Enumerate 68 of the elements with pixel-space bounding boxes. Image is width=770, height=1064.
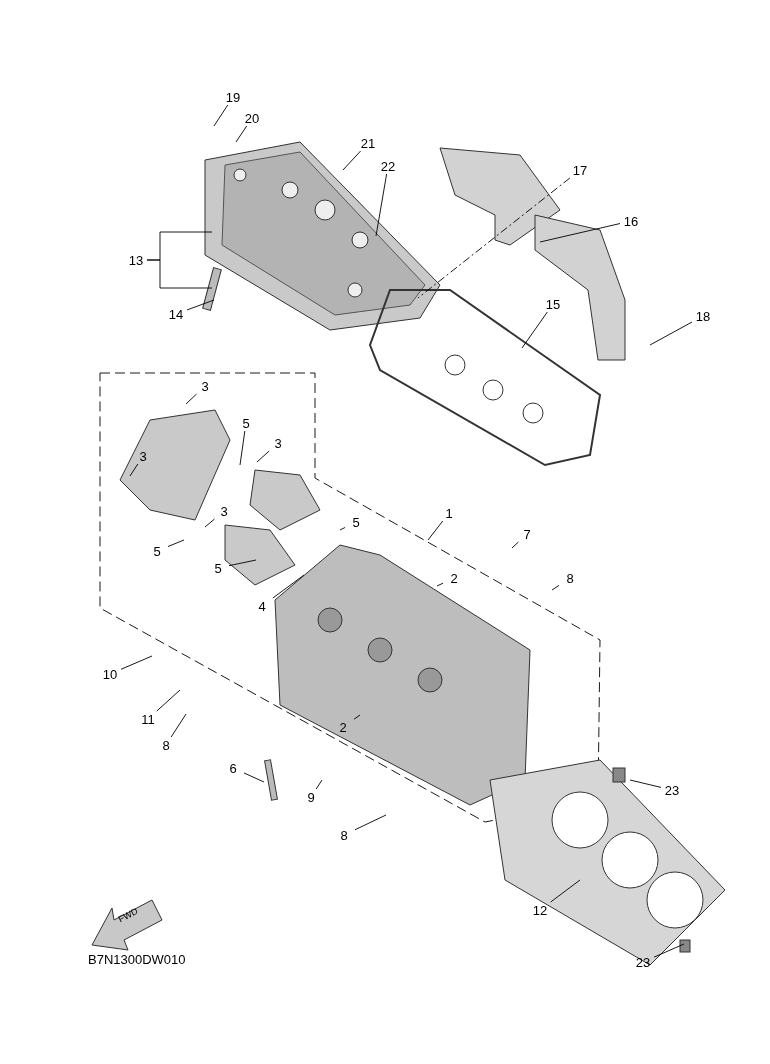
- callout-number: 5: [235, 415, 257, 431]
- callout-number: 18: [692, 308, 714, 324]
- leader-line: [551, 584, 560, 591]
- leader-line: [315, 779, 323, 790]
- callout-number: 20: [241, 110, 263, 126]
- callout-number: 5: [345, 514, 367, 530]
- leader-line: [272, 574, 305, 599]
- callout-number: 9: [300, 789, 322, 805]
- leader-line: [156, 689, 181, 712]
- leader-line: [550, 879, 581, 903]
- leader-line: [256, 450, 270, 463]
- leader-line: [235, 125, 248, 143]
- leader-line: [146, 259, 213, 289]
- leader-line: [339, 527, 346, 531]
- leader-line: [167, 539, 185, 547]
- leader-line: [185, 393, 197, 405]
- leader-line: [243, 772, 265, 783]
- callout-number: 8: [155, 737, 177, 753]
- leader-line: [353, 714, 361, 720]
- leader-line: [375, 173, 388, 237]
- callout-number: 17: [569, 162, 591, 178]
- leader-line: [129, 463, 139, 477]
- callout-number: 3: [194, 378, 216, 394]
- callout-number: 3: [132, 448, 154, 464]
- leader-line: [629, 779, 662, 788]
- callout-number: 4: [251, 598, 273, 614]
- leader-line: [186, 299, 215, 311]
- callout-number: 3: [267, 435, 289, 451]
- callout-number: 11: [137, 711, 159, 727]
- leader-line: [427, 520, 444, 541]
- callout-number: 22: [377, 158, 399, 174]
- leader-line: [120, 655, 153, 670]
- callout-number: 23: [661, 782, 683, 798]
- callout-number: 1: [438, 505, 460, 521]
- callout-number: 12: [529, 902, 551, 918]
- leader-line: [511, 541, 519, 549]
- leader-line: [228, 559, 257, 567]
- callout-number: 13: [125, 252, 147, 268]
- leader-line: [342, 150, 362, 171]
- callout-number: 6: [222, 760, 244, 776]
- callout-number: 8: [559, 570, 581, 586]
- leader-line: [213, 104, 229, 127]
- callout-number: 5: [207, 560, 229, 576]
- leader-line: [436, 582, 444, 587]
- leader-line: [204, 518, 215, 528]
- leader-line: [170, 713, 187, 738]
- callout-number: 8: [333, 827, 355, 843]
- direction-label: FWD: [117, 906, 140, 925]
- leader-line: [653, 943, 685, 958]
- callout-number: 14: [165, 306, 187, 322]
- callout-number: 10: [99, 666, 121, 682]
- callout-number: 23: [632, 954, 654, 970]
- leader-line: [354, 814, 387, 831]
- leader-line: [539, 223, 621, 243]
- callout-number: 21: [357, 135, 379, 151]
- callout-number: 16: [620, 213, 642, 229]
- callout-number: 5: [146, 543, 168, 559]
- callout-number: 3: [213, 503, 235, 519]
- leader-line: [649, 321, 693, 346]
- callout-number: 15: [542, 296, 564, 312]
- callout-number: 7: [516, 526, 538, 542]
- leader-line: [521, 311, 548, 349]
- callout-number: 2: [443, 570, 465, 586]
- leader-line: [239, 430, 246, 466]
- leader-line: [417, 177, 571, 299]
- diagram-code: B7N1300DW010: [88, 953, 186, 966]
- callout-number: 19: [222, 89, 244, 105]
- callout-number: 2: [332, 719, 354, 735]
